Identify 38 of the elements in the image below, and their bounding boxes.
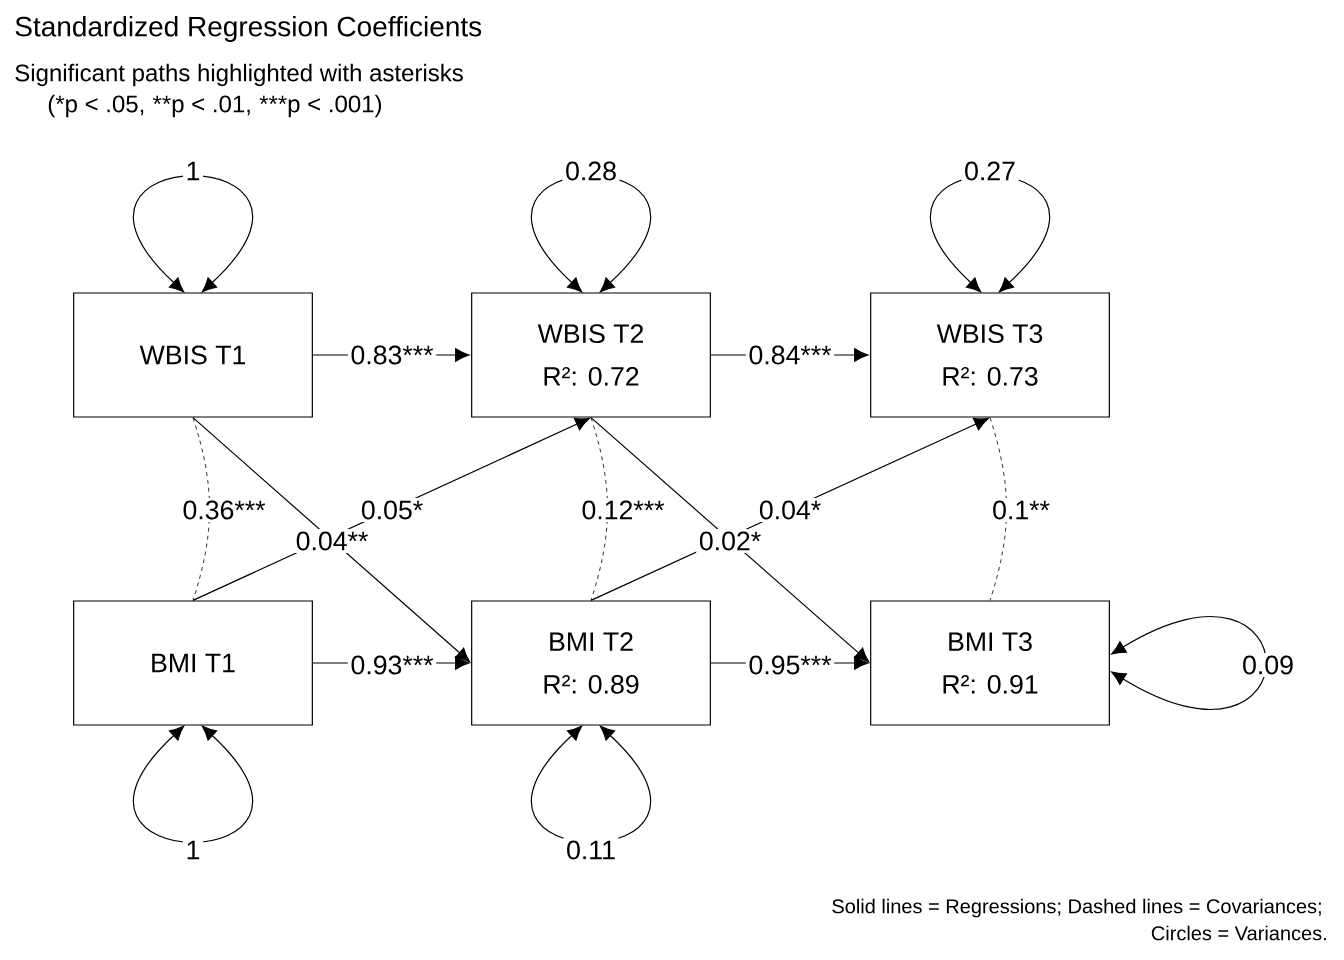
edge-label: 0.09 (1239, 652, 1297, 678)
edge-label: 0.04* (756, 497, 824, 523)
edge-label: 0.04** (293, 528, 371, 554)
variable-box: WBIS T1 (73, 292, 313, 418)
covariance-line (192, 417, 210, 601)
edge-label: 0.95*** (745, 652, 835, 678)
variable-box: WBIS T3 R²: 0.73 (870, 292, 1110, 418)
edge-label: 1 (182, 159, 204, 183)
edge-label: 0.05* (358, 497, 426, 523)
edge-label: 0.1** (989, 497, 1053, 523)
arrow (590, 417, 870, 663)
subtitle: (*p < .05, (48, 94, 144, 118)
edge-label: 0.11 (563, 837, 619, 863)
edge-label: 0.36*** (179, 497, 269, 523)
edge-label: 0.12*** (578, 497, 668, 523)
covariance-line (590, 417, 608, 601)
footnote: Circles = Variances. (1151, 925, 1326, 941)
variable-box: BMI T1 (73, 600, 313, 726)
arrow (192, 417, 471, 663)
title: Standardized Regression Coefficients (15, 15, 482, 43)
subtitle: Significant paths highlighted with asterisks (15, 63, 463, 87)
variable-box: BMI T3 R²: 0.91 (870, 600, 1110, 726)
variance-loop (133, 175, 253, 293)
edge-label: 0.02* (696, 528, 764, 554)
variable-box: BMI T2 R²: 0.89 (471, 600, 711, 726)
edge-label: 0.93*** (347, 652, 437, 678)
covariance-line (989, 417, 1007, 601)
edge-label: 0.83*** (347, 342, 437, 368)
edge-label: 0.28 (562, 158, 620, 184)
subtitle: ***p < .001) (259, 94, 382, 118)
subtitle: **p < .01, (152, 95, 250, 118)
variance-loop (1111, 616, 1267, 710)
edge-label: 0.27 (961, 158, 1019, 184)
edge-label: 0.84*** (745, 342, 835, 368)
variance-loop (133, 725, 253, 843)
variable-box: WBIS T2 R²: 0.72 (471, 292, 711, 418)
footnote: Solid lines = Regressions; Dashed lines = Covariances; (832, 898, 1321, 918)
edge-label: 1 (182, 838, 204, 862)
